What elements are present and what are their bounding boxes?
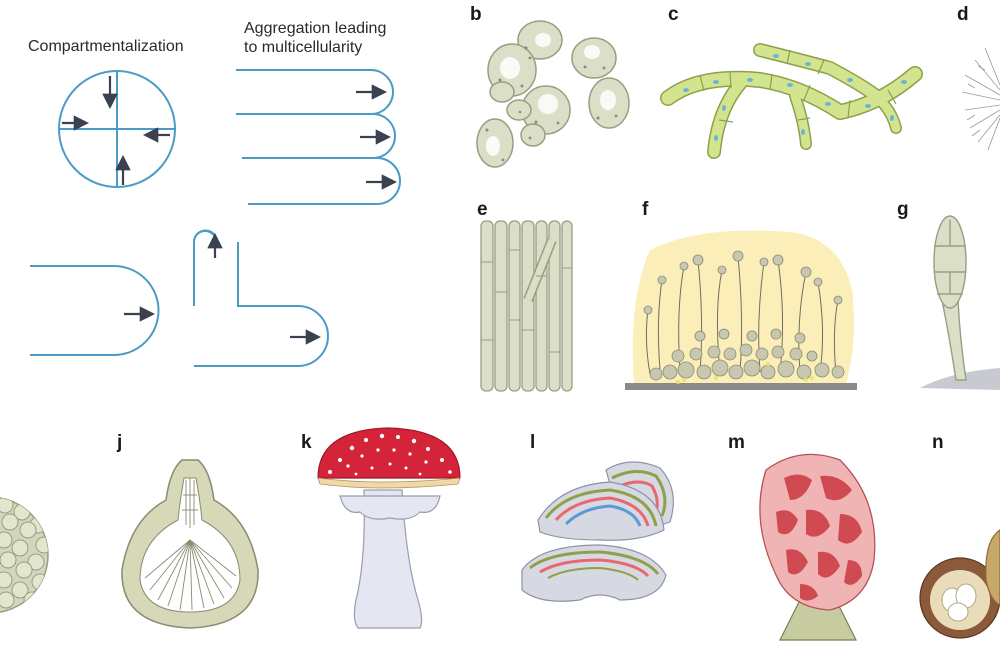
husk-fruit-illustration	[919, 529, 1000, 639]
perithecium-illustration	[121, 459, 259, 629]
basket-fungus-illustration	[759, 453, 876, 641]
tip-growth-mask	[214, 240, 240, 244]
tip-growth-diagram	[30, 229, 329, 367]
septate-hyphae-illustration	[660, 43, 923, 159]
panel-label-l: l	[530, 432, 535, 453]
panel-label-k: k	[301, 432, 312, 453]
panel-label-d: d	[957, 4, 969, 25]
hyphae-septa	[699, 49, 897, 123]
panel-label-c: c	[668, 4, 679, 25]
arrow-icon	[62, 76, 170, 185]
panel-label-n: n	[932, 432, 944, 453]
bracket-fungus-illustration	[521, 461, 674, 602]
arrow-icon	[124, 232, 322, 345]
hyphae-nuclei	[683, 54, 907, 141]
caption-aggregation-line2: to multicellularity	[244, 39, 362, 56]
panel-label-b: b	[470, 4, 482, 25]
spore-mass-illustration	[0, 497, 49, 613]
panel-label-e: e	[477, 199, 488, 220]
mycelium-illustration	[961, 47, 1000, 151]
aggregation-diagram	[236, 69, 401, 205]
mushroom-illustration	[317, 427, 461, 629]
hyphal-strand-illustration	[480, 220, 573, 392]
caption-compartmentalization: Compartmentalization	[28, 38, 184, 55]
panel-label-m: m	[728, 432, 745, 453]
yeast-granules	[485, 46, 618, 162]
caption-aggregation-line1: Aggregation leading	[244, 20, 386, 37]
compartmentalization-diagram	[58, 70, 176, 188]
panel-label-f: f	[642, 199, 649, 220]
arrow-icon	[356, 84, 398, 190]
multicellular-spore-illustration	[920, 215, 1000, 390]
panel-label-j: j	[116, 432, 122, 453]
yeast-vacuoles	[486, 33, 616, 156]
strand-septa	[481, 249, 572, 353]
colony-illustration	[625, 230, 857, 390]
panel-label-g: g	[897, 199, 909, 220]
